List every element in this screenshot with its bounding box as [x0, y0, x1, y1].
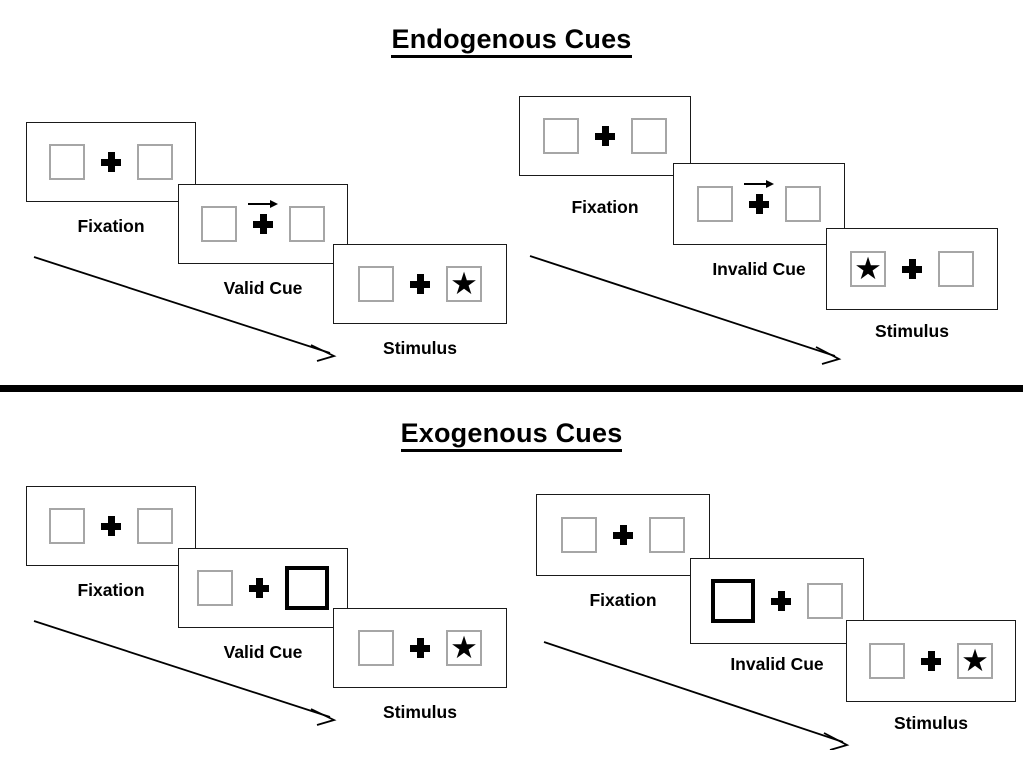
- panel-endogenous-valid-stimulus: ★: [333, 244, 507, 324]
- display-row: ★: [869, 643, 993, 679]
- label-endogenous-valid-stimulus: Stimulus: [383, 338, 457, 358]
- fixation-cross-icon: [410, 274, 430, 294]
- label-exogenous-valid-stimulus: Stimulus: [383, 702, 457, 722]
- panel-exogenous-valid-fixation: [26, 486, 196, 566]
- label-endogenous-invalid-stimulus: Stimulus: [875, 321, 949, 341]
- display-row: ★: [358, 630, 482, 666]
- box-right: ★: [446, 630, 482, 666]
- display-row: ★: [850, 251, 974, 287]
- star-icon: ★: [854, 250, 882, 286]
- panel-endogenous-invalid-cue: [673, 163, 845, 245]
- fixation-cross-icon: [595, 126, 615, 146]
- star-icon: ★: [961, 642, 989, 678]
- display-row: [49, 508, 173, 544]
- label-endogenous-invalid-fixation: Fixation: [571, 197, 639, 217]
- display-row: [49, 144, 173, 180]
- label-endogenous-invalid-cue: Invalid Cue: [712, 259, 806, 279]
- fixation-cross-icon: [410, 638, 430, 658]
- box-left: [49, 144, 85, 180]
- label-exogenous-invalid-fixation: Fixation: [589, 590, 657, 610]
- label-exogenous-valid-fixation: Fixation: [77, 580, 145, 600]
- panel-exogenous-invalid-stimulus: ★: [846, 620, 1016, 702]
- box-right: ★: [957, 643, 993, 679]
- fixation-cross-icon: [101, 152, 121, 172]
- box-left: [49, 508, 85, 544]
- star-icon: ★: [450, 629, 478, 665]
- panel-endogenous-invalid-stimulus: ★: [826, 228, 998, 310]
- fixation-cross-icon: [902, 259, 922, 279]
- display-row: [543, 118, 667, 154]
- label-endogenous-valid-cue: Valid Cue: [223, 278, 303, 298]
- panel-exogenous-valid-stimulus: ★: [333, 608, 507, 688]
- arrow-cue-right-icon: [744, 179, 774, 189]
- panel-endogenous-valid-cue: [178, 184, 348, 264]
- box-left: [697, 186, 733, 222]
- fixation-cross-icon: [101, 516, 121, 536]
- box-left: [201, 206, 237, 242]
- time-arrow-endogenous-invalid: [529, 255, 842, 365]
- panel-endogenous-invalid-fixation: [519, 96, 691, 176]
- box-right-cued: [285, 566, 329, 610]
- section-title-exogenous: Exogenous Cues: [0, 418, 1023, 452]
- section-divider: [0, 385, 1023, 392]
- box-left-cued: [711, 579, 755, 623]
- box-right: [289, 206, 325, 242]
- label-exogenous-invalid-cue: Invalid Cue: [730, 654, 824, 674]
- section-title-exogenous-text: Exogenous Cues: [400, 418, 623, 452]
- section-title-endogenous: Endogenous Cues: [0, 24, 1023, 58]
- box-left: [869, 643, 905, 679]
- box-left: [543, 118, 579, 154]
- fixation-cross-icon: [613, 525, 633, 545]
- box-left: [197, 570, 233, 606]
- panel-exogenous-valid-cue: [178, 548, 348, 628]
- label-exogenous-valid-cue: Valid Cue: [223, 642, 303, 662]
- box-right: [137, 144, 173, 180]
- display-row: [197, 566, 329, 610]
- display-row: [697, 179, 821, 222]
- fixation-cross-icon: [249, 578, 269, 598]
- box-left: [358, 266, 394, 302]
- box-left: [561, 517, 597, 553]
- star-icon: ★: [450, 265, 478, 301]
- fixation-cross-icon: [771, 591, 791, 611]
- display-row: ★: [358, 266, 482, 302]
- box-right: ★: [446, 266, 482, 302]
- panel-exogenous-invalid-cue: [690, 558, 864, 644]
- panel-endogenous-valid-fixation: [26, 122, 196, 202]
- box-left: [358, 630, 394, 666]
- display-row: [561, 517, 685, 553]
- box-right: [649, 517, 685, 553]
- label-exogenous-invalid-stimulus: Stimulus: [894, 713, 968, 733]
- box-right: [807, 583, 843, 619]
- panel-exogenous-invalid-fixation: [536, 494, 710, 576]
- box-right: [631, 118, 667, 154]
- display-row: [711, 579, 843, 623]
- arrow-cue-right-icon: [248, 199, 278, 209]
- box-right: [785, 186, 821, 222]
- fixation-cross-icon: [744, 179, 774, 214]
- fixation-cross-icon: [248, 199, 278, 234]
- box-right: [137, 508, 173, 544]
- display-row: [201, 199, 325, 242]
- fixation-cross-icon: [921, 651, 941, 671]
- section-title-endogenous-text: Endogenous Cues: [391, 24, 632, 58]
- box-right: [938, 251, 974, 287]
- box-left: ★: [850, 251, 886, 287]
- label-endogenous-valid-fixation: Fixation: [77, 216, 145, 236]
